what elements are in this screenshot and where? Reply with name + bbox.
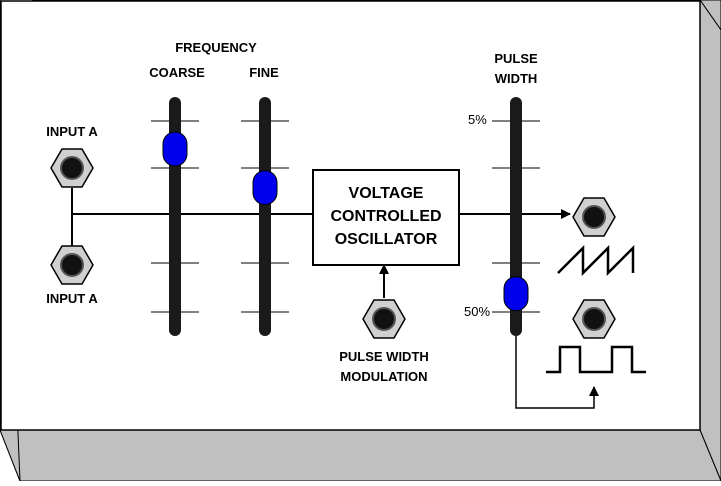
pw-to-square-wire — [515, 336, 599, 409]
width-label: WIDTH — [495, 71, 538, 86]
jack-hole — [372, 307, 396, 331]
panel-bottom-face — [0, 429, 721, 482]
pw-min-label: 5% — [468, 112, 487, 127]
pw-max-label: 50% — [464, 304, 490, 319]
fine-slider-knob[interactable] — [252, 170, 278, 206]
fine-label: FINE — [249, 65, 279, 80]
jack-hole — [582, 307, 606, 331]
coarse-slider-knob[interactable] — [162, 131, 188, 167]
square-wave-icon — [546, 345, 646, 374]
sawtooth-output-jack[interactable] — [572, 197, 616, 237]
input-a-bottom-jack[interactable] — [50, 245, 94, 285]
jack-hole — [60, 253, 84, 277]
pwm-label-line1: PULSE WIDTH — [339, 349, 429, 364]
sawtooth-wave-icon — [557, 244, 635, 277]
input-a-bottom-label: INPUT A — [46, 291, 98, 306]
square-output-jack[interactable] — [572, 299, 616, 339]
vco-label-line1: VOLTAGE — [349, 185, 424, 202]
jack-hole — [582, 205, 606, 229]
jack-hole — [60, 156, 84, 180]
vco-box — [312, 169, 460, 266]
pulse-width-slider-knob[interactable] — [503, 276, 529, 312]
panel-right-face — [699, 0, 721, 482]
pulse-width-slider[interactable] — [492, 97, 540, 336]
frequency-label: FREQUENCY — [175, 40, 257, 55]
pulse-label: PULSE — [494, 51, 538, 66]
input-a-top-jack[interactable] — [50, 148, 94, 188]
fine-slider[interactable] — [241, 97, 289, 336]
input-a-top-label: INPUT A — [46, 124, 98, 139]
coarse-label: COARSE — [149, 65, 205, 80]
coarse-slider[interactable] — [151, 97, 199, 336]
pwm-label-line2: MODULATION — [340, 369, 427, 384]
vco-label-line2: CONTROLLED — [330, 208, 441, 225]
vco-label-line3: OSCILLATOR — [335, 231, 438, 248]
pwm-jack[interactable] — [362, 299, 406, 339]
vco-block: VOLTAGE CONTROLLED OSCILLATOR — [312, 169, 460, 266]
